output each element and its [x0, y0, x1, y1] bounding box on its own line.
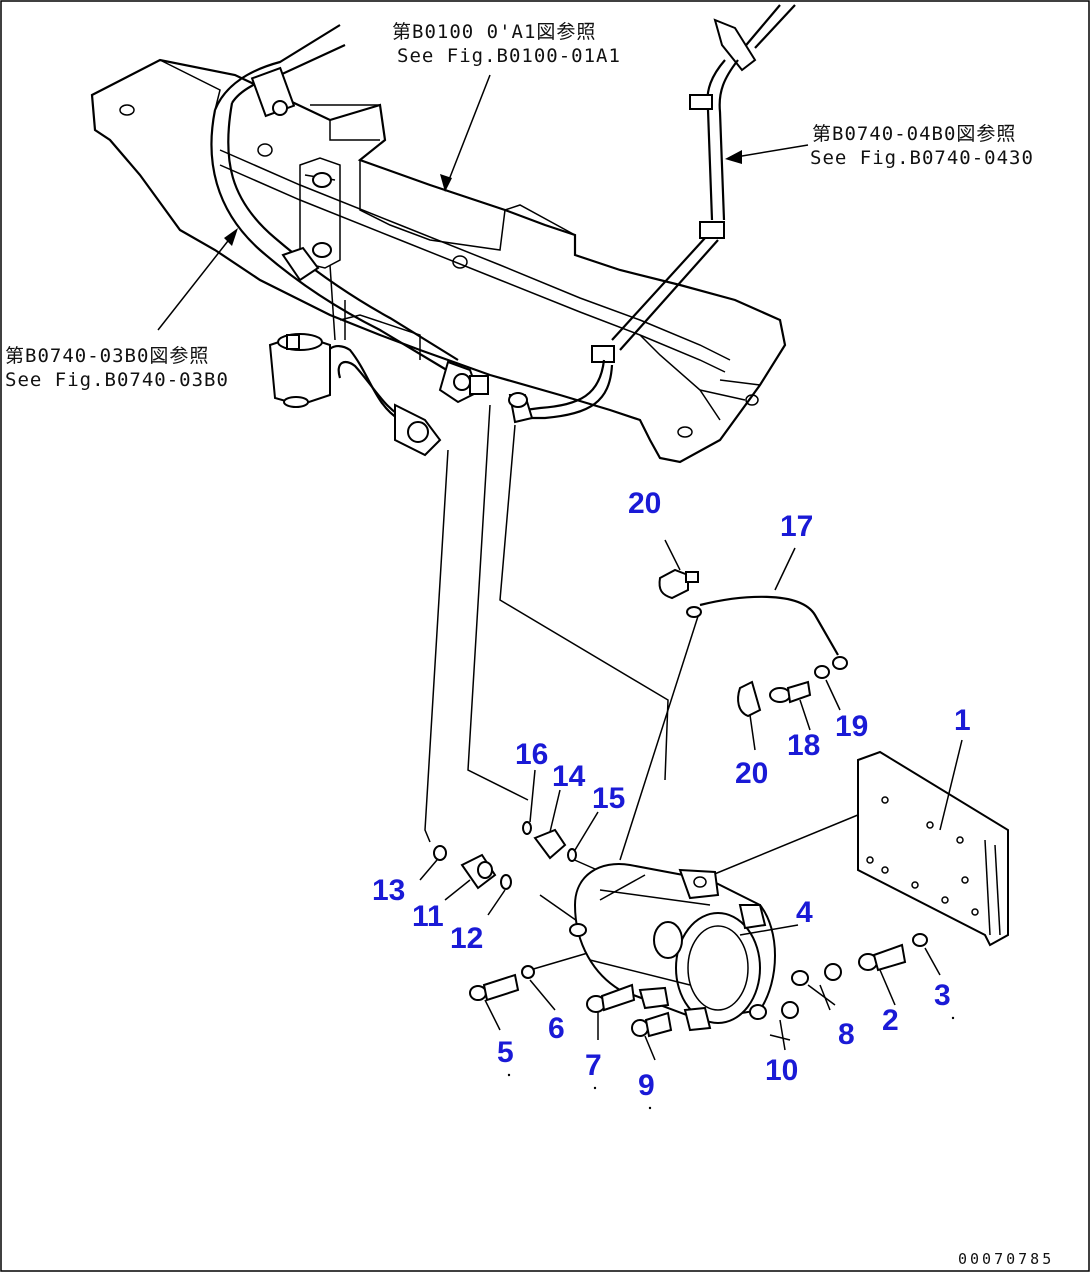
arrow-head-icon — [224, 228, 238, 246]
compressor — [569, 863, 776, 1032]
callout-dots — [507, 1016, 955, 1110]
callout-12: 12 — [450, 922, 483, 955]
arrow-head-icon — [725, 150, 742, 164]
reference-3-jp: 第B0740-03B0図参照 — [5, 345, 209, 367]
callout-10: 10 — [765, 1054, 798, 1087]
reference-labels: 第B0100 0'A1図参照 See Fig.B0100-01A1 第B0740… — [5, 21, 1034, 391]
callout-11: 11 — [412, 900, 444, 933]
callout-18: 18 — [787, 729, 820, 762]
callout-9: 9 — [638, 1069, 655, 1102]
reference-1-en: See Fig.B0100-01A1 — [397, 45, 621, 67]
frame-bracket — [90, 58, 787, 464]
callout-20-upper: 20 — [628, 487, 661, 520]
callout-leaders — [419, 539, 963, 1061]
callout-6: 6 — [548, 1012, 565, 1045]
callout-19: 19 — [835, 710, 868, 743]
callout-13: 13 — [372, 874, 405, 907]
reference-1-jp: 第B0100 0'A1図参照 — [392, 21, 596, 43]
callout-5: 5 — [497, 1036, 514, 1069]
callout-2: 2 — [882, 1004, 899, 1037]
callout-1: 1 — [954, 704, 971, 737]
hose-center — [322, 345, 442, 457]
callout-8: 8 — [838, 1018, 855, 1051]
callout-15: 15 — [592, 782, 625, 815]
callout-4: 4 — [796, 896, 813, 929]
hose-right — [508, 4, 796, 424]
callout-numbers: 1 2 3 4 5 6 7 8 9 10 11 12 13 14 15 16 1… — [372, 487, 971, 1102]
reference-3-en: See Fig.B0740-03B0 — [5, 369, 229, 391]
callout-20-lower: 20 — [735, 757, 768, 790]
small-parts — [433, 568, 928, 1041]
reference-arrows — [157, 74, 809, 331]
hose-left — [210, 24, 489, 404]
callout-3: 3 — [934, 979, 951, 1012]
arrow-head-icon — [440, 174, 452, 192]
reference-2-jp: 第B0740-04B0図参照 — [812, 123, 1016, 145]
callout-14: 14 — [552, 760, 586, 793]
callout-17: 17 — [780, 510, 813, 543]
drawing-code: 00070785 — [958, 1250, 1054, 1268]
mounting-bracket — [857, 750, 1009, 947]
callout-16: 16 — [515, 738, 548, 771]
reference-2-en: See Fig.B0740-0430 — [810, 147, 1034, 169]
receiver-drier — [268, 333, 331, 408]
callout-7: 7 — [585, 1049, 602, 1082]
